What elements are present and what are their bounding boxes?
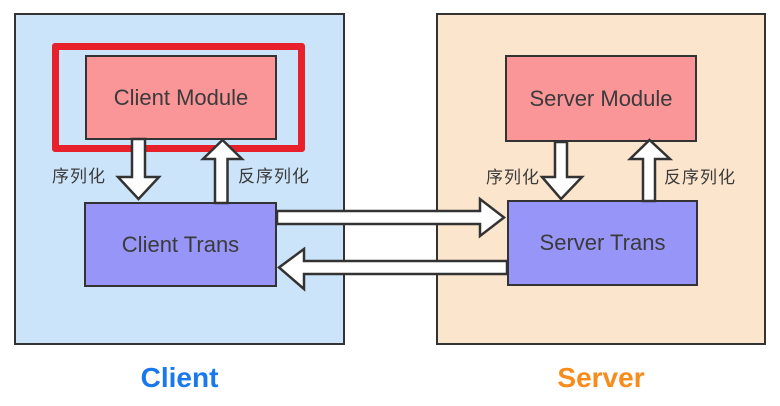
server-trans-label: Server Trans [539,230,666,255]
client-region-label: Client [140,362,219,393]
client-trans-label: Client Trans [121,231,240,257]
server-region-label: Server [557,362,645,393]
client-deserialize-label: 反序列化 [238,167,310,186]
server-module-box: Server Module [505,55,697,142]
highlight-rectangle [52,43,305,152]
server-serialize-label: 序列化 [486,168,540,187]
client-module-box: Client Module [85,55,277,140]
client-serialize-label: 序列化 [52,167,106,186]
client-module-label: Client Module [113,84,249,110]
server-deserialize-label: 反序列化 [664,168,736,187]
server-module-label: Server Module [529,85,673,111]
client-trans-box: Client Trans [84,202,277,287]
server-trans-box: Server Trans [507,200,698,286]
